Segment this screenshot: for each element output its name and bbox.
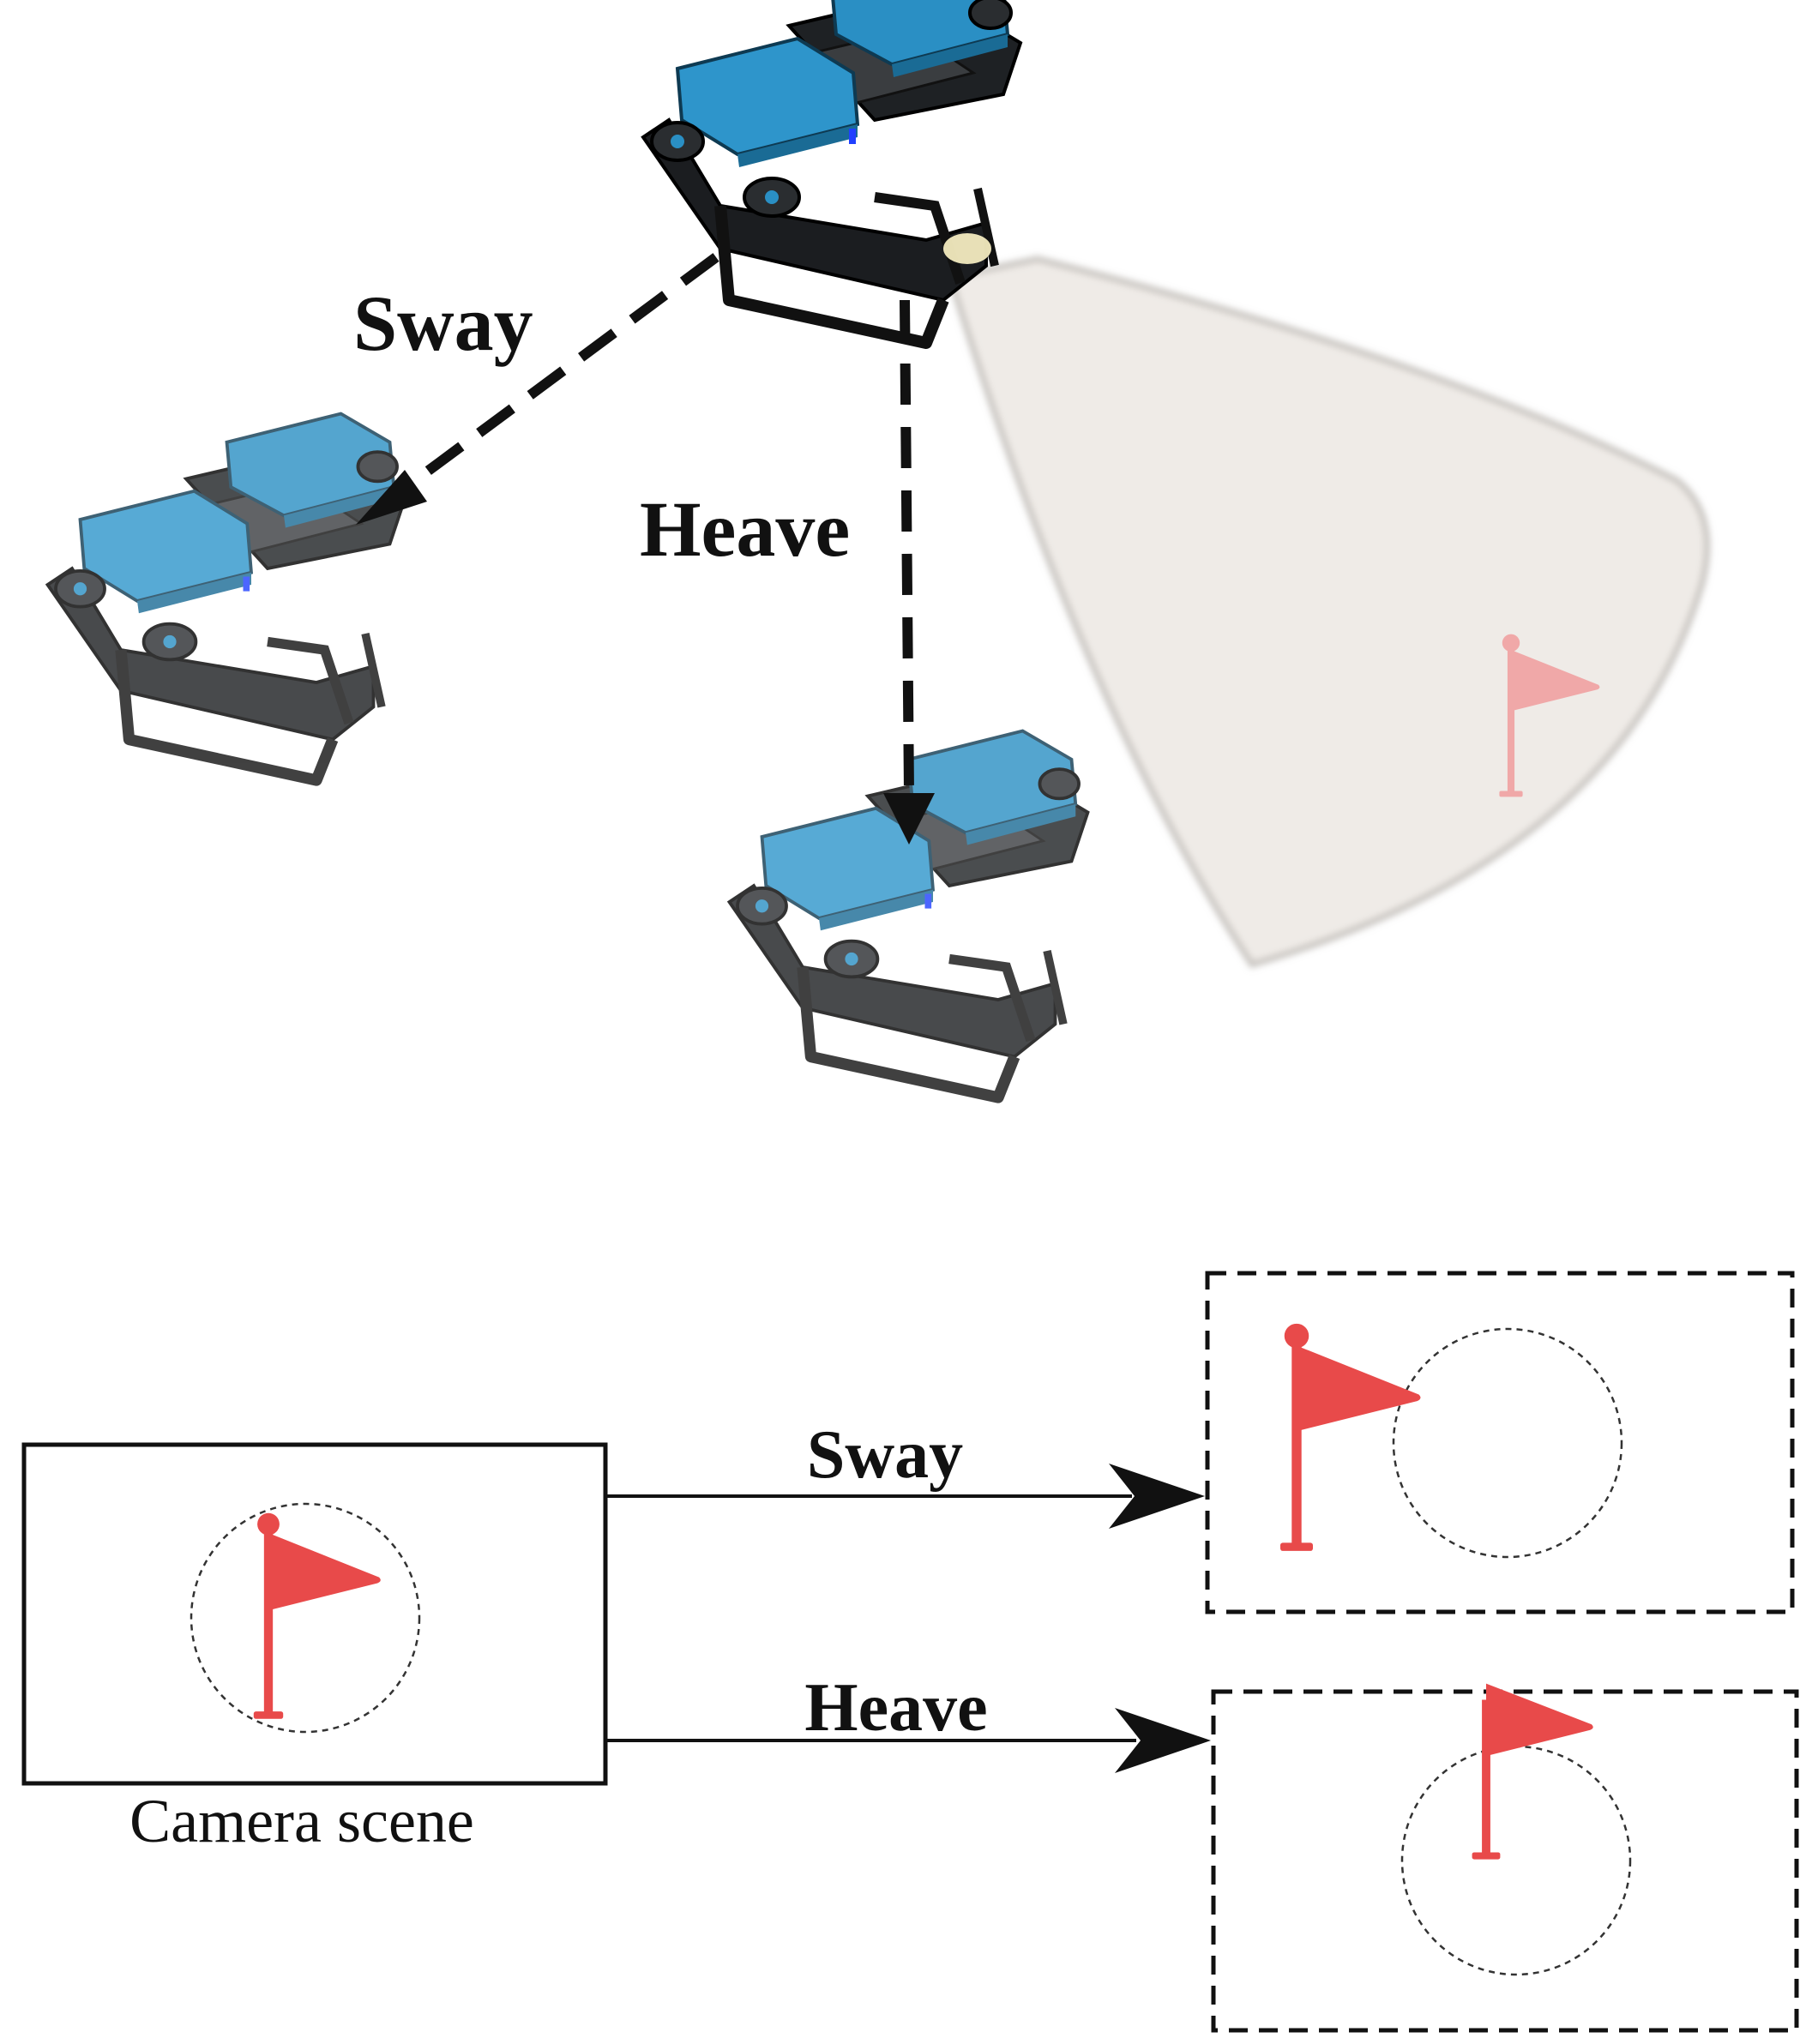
bottom-heave-label: Heave bbox=[804, 1670, 987, 1746]
sway-result-frame bbox=[1205, 1271, 1795, 1614]
headlight bbox=[943, 233, 991, 264]
heave-motion-arrow bbox=[883, 299, 935, 845]
bottom-sway-label: Sway bbox=[807, 1417, 963, 1493]
sway-motion-arrow bbox=[356, 253, 719, 525]
rov-vehicle-icon bbox=[47, 414, 406, 781]
top-sway-label: Sway bbox=[353, 280, 533, 367]
camera-scene-frame bbox=[21, 1442, 608, 1786]
heave-transition-arrow bbox=[605, 1708, 1211, 1773]
camera-view-cone bbox=[946, 256, 1711, 969]
rov-vehicle-icon bbox=[730, 731, 1088, 1098]
sway-transition-arrow bbox=[605, 1464, 1205, 1529]
target-circle bbox=[1392, 1327, 1623, 1559]
camera-scene-label: Camera scene bbox=[129, 1787, 474, 1855]
top-heave-label: Heave bbox=[640, 485, 850, 573]
heave-result-frame bbox=[1211, 1683, 1799, 2033]
flag-icon bbox=[1472, 1683, 1593, 1860]
target-circle bbox=[190, 1502, 421, 1734]
